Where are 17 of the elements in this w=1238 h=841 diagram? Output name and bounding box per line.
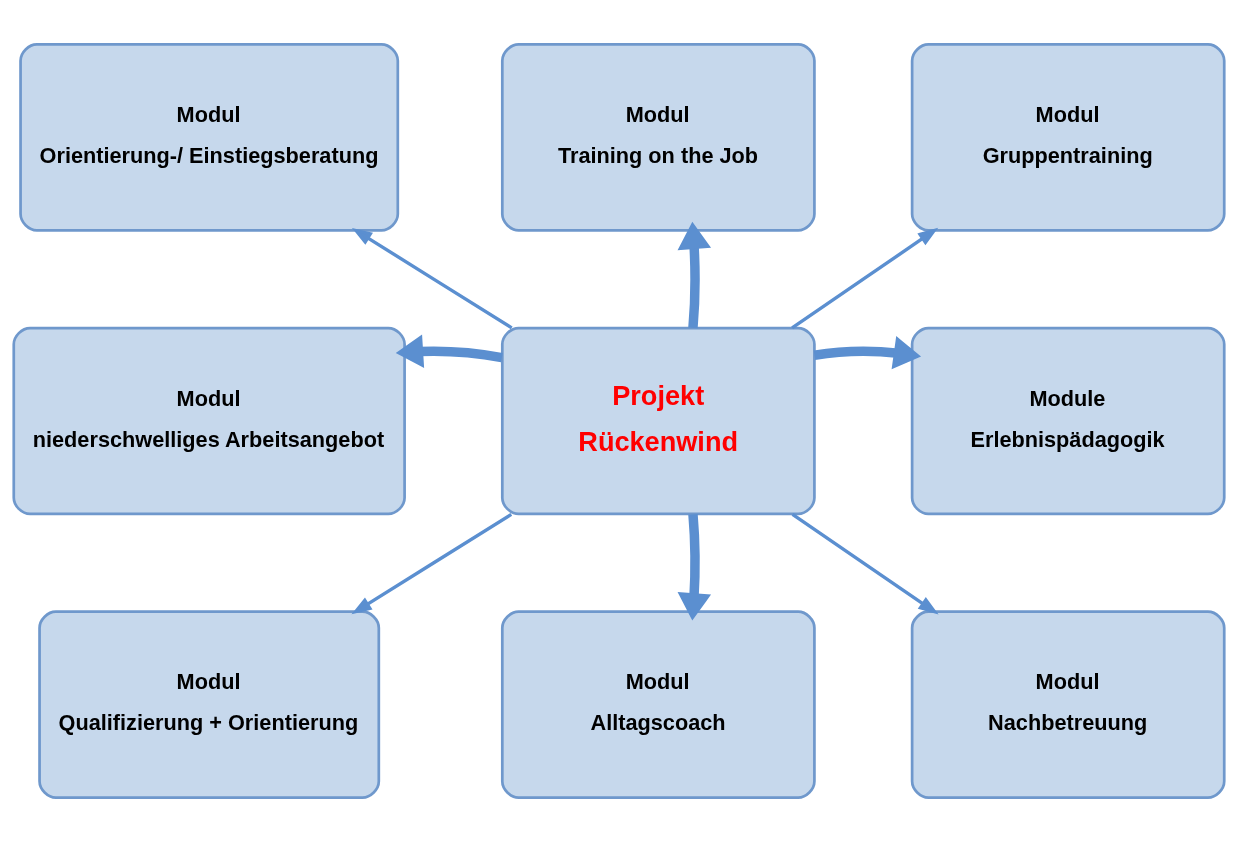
node-box: Modul Orientierung-/ Einstiegsberatung — [19, 42, 400, 232]
node-box: Projekt Rückenwind — [500, 326, 816, 515]
arrow — [791, 227, 939, 329]
node-box: Modul Gruppentraining — [910, 42, 1226, 232]
node-box: Modul Training on the Job — [500, 42, 816, 232]
arrow — [351, 227, 513, 329]
arrow — [677, 221, 712, 328]
arrow — [351, 512, 513, 614]
arrow — [813, 335, 922, 369]
arrow — [677, 513, 712, 621]
arrow — [791, 512, 939, 614]
node-box: Module Erlebnispädagogik — [910, 326, 1226, 515]
node-box: Modul niederschwelliges Arbeitsangebot — [12, 326, 406, 515]
node-box: Modul Nachbetreuung — [910, 609, 1226, 799]
node-box: Modul Qualifizierung + Orientierung — [38, 609, 381, 799]
node-box: Modul Alltagscoach — [500, 609, 816, 799]
arrow — [395, 334, 503, 368]
